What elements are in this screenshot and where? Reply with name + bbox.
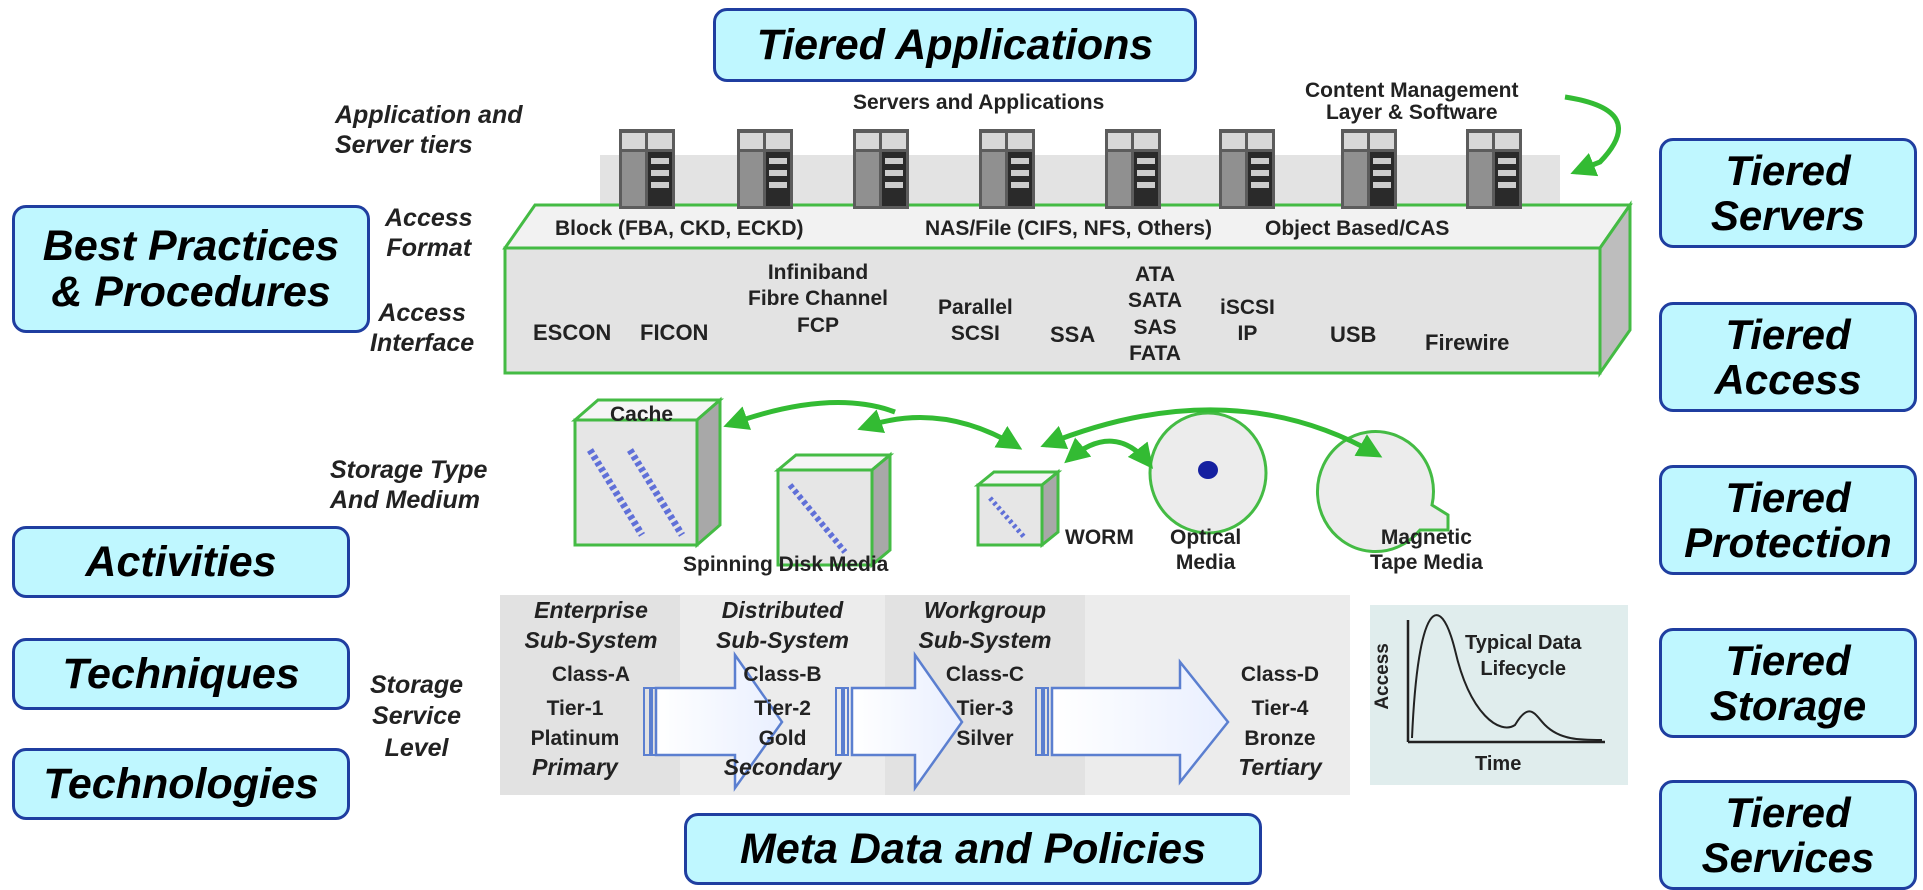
tiered-services-box: Tiered Services [1659, 780, 1917, 890]
tier-2-tier: Tier-2 [754, 697, 811, 720]
media-cache: Cache [610, 403, 674, 426]
tier-1-role: Primary [532, 754, 618, 780]
lifecycle-chart [1370, 605, 1628, 785]
tier-1-class: Class-A [551, 663, 631, 686]
tier-2-metal: Gold [758, 727, 807, 750]
technologies-box: Technologies [12, 748, 350, 820]
interface-escon: ESCON [533, 320, 612, 345]
media-worm: WORM [1065, 526, 1134, 549]
tiered-servers-box: Tiered Servers [1659, 138, 1917, 248]
optical-disc [1148, 411, 1268, 535]
format-block: Block (FBA, CKD, ECKD) [555, 217, 804, 240]
green-arrows [723, 94, 1621, 469]
tier-1-tier: Tier-1 [546, 697, 604, 720]
server-icon [1219, 129, 1275, 209]
format-nas: NAS/File (CIFS, NFS, Others) [925, 217, 1213, 240]
tier-4-class: Class-D [1240, 663, 1320, 686]
best-practices-box: Best Practices & Procedures [12, 205, 370, 333]
content-management-label: Content Management Layer & Software [1305, 79, 1519, 125]
interface-parallel-scsi: Parallel SCSI [938, 296, 1013, 346]
small-cube [973, 468, 1063, 549]
interface-ata: ATA SATA SAS FATA [1128, 263, 1183, 365]
media-spinning-disk: Spinning Disk Media [683, 553, 889, 576]
disk-cube [773, 451, 895, 569]
service-level-label: Storage Service Level [370, 671, 464, 762]
lifecycle-ylabel: Access [1371, 643, 1393, 710]
access-slab [502, 200, 1633, 378]
tiered-protection-box: Tiered Protection [1659, 465, 1917, 575]
lifecycle-xlabel: Time [1475, 753, 1522, 775]
tier-arrow-stripes [643, 687, 1049, 756]
tiered-storage-box: Tiered Storage [1659, 628, 1917, 738]
tier-2-subsystem: Distributed Sub-System [716, 597, 849, 653]
tier-3-class: Class-C [945, 663, 1025, 686]
server-icon [1466, 129, 1522, 209]
interface-iscsi: iSCSI IP [1220, 296, 1275, 346]
media-optical: Optical Media [1170, 526, 1242, 575]
server-icon [1105, 129, 1161, 209]
tier-3-subsystem: Workgroup Sub-System [918, 597, 1052, 653]
tier-2-class: Class-B [743, 663, 822, 686]
lifecycle-title: Typical Data Lifecycle [1465, 632, 1582, 680]
tier-4-role: Tertiary [1238, 754, 1322, 780]
server-icon [853, 129, 909, 209]
techniques-box: Techniques [12, 638, 350, 710]
tiered-access-box: Tiered Access [1659, 302, 1917, 412]
interface-firewire: Firewire [1425, 330, 1510, 355]
activities-box: Activities [12, 526, 350, 598]
lifecycle-curve [1411, 614, 1603, 741]
tier-4-metal: Bronze [1244, 727, 1316, 750]
access-interface-label: Access Interface [370, 299, 475, 357]
format-object: Object Based/CAS [1265, 217, 1450, 240]
tier-4-tier: Tier-4 [1251, 697, 1309, 720]
interface-ssa: SSA [1050, 322, 1096, 347]
server-icon [1341, 129, 1397, 209]
server-icon [737, 129, 793, 209]
app-server-tiers-label: Application and Server tiers [335, 101, 523, 159]
tier-3-metal: Silver [956, 727, 1014, 750]
tier-3-tier: Tier-3 [956, 697, 1014, 720]
interface-ficon: FICON [640, 320, 709, 345]
server-icon [619, 129, 675, 209]
cache-cube [570, 396, 725, 549]
tier-1-subsystem: Enterprise Sub-System [524, 597, 658, 653]
interface-fibre-channel: Infiniband Fibre Channel FCP [748, 261, 889, 337]
tier-arrows [654, 651, 1230, 792]
tiered-applications-box: Tiered Applications [713, 8, 1197, 82]
access-format-label: Access Format [385, 204, 473, 262]
servers-title: Servers and Applications [853, 91, 1105, 114]
tier-2-role: Secondary [723, 754, 842, 780]
server-icon [979, 129, 1035, 209]
tier-1-metal: Platinum [530, 727, 620, 750]
interface-usb: USB [1330, 322, 1377, 347]
storage-type-label: Storage Type And Medium [330, 456, 488, 514]
meta-data-box: Meta Data and Policies [684, 813, 1262, 885]
media-tape: Magnetic Tape Media [1370, 526, 1483, 575]
